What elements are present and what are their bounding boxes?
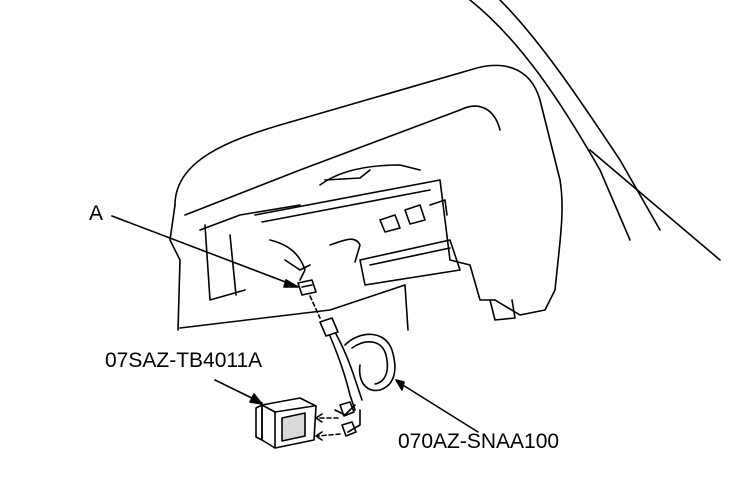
- harness-cable: [319, 317, 396, 437]
- alignment-dash: [309, 295, 321, 319]
- label-connector-a: A: [89, 202, 104, 225]
- leader-harness: [397, 381, 479, 433]
- arrowhead-module: [249, 393, 263, 405]
- label-harness-part: 070AZ-SNAA100: [398, 430, 560, 453]
- connector-a-shape: [297, 279, 317, 296]
- dashboard: [169, 64, 563, 331]
- arrowhead-harness: [395, 379, 405, 391]
- module-box: [255, 397, 317, 449]
- arrowhead-lower: [315, 431, 323, 441]
- label-module-part: 07SAZ-TB4011A: [105, 349, 263, 372]
- leader-a: [111, 215, 297, 287]
- dash-arrow-lower: [317, 433, 341, 437]
- arrowhead-a: [283, 279, 299, 288]
- windshield-lines: [469, 0, 721, 261]
- arrowhead-upper: [315, 413, 323, 423]
